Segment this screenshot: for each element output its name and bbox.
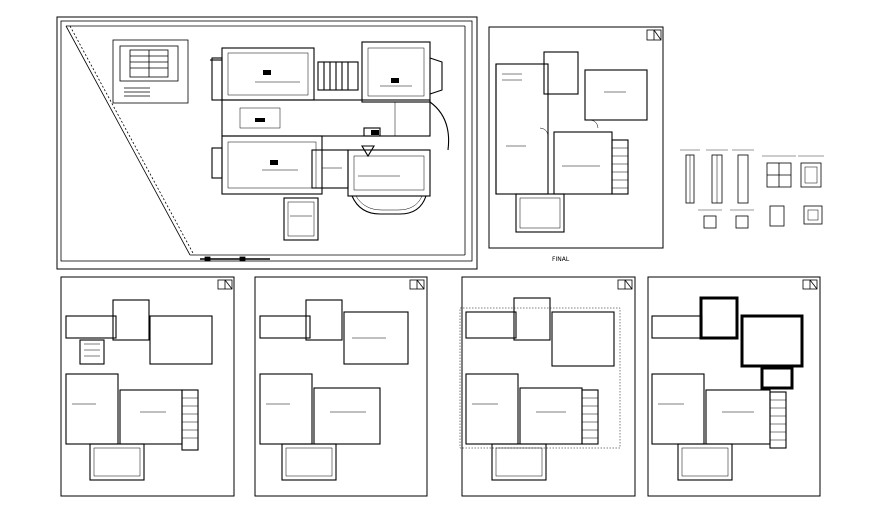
house-plan-main bbox=[210, 41, 450, 241]
final-room-kitchen bbox=[543, 51, 579, 95]
room-drawing-dining bbox=[347, 149, 431, 197]
porch bbox=[283, 197, 319, 241]
room-bedroom-2 bbox=[361, 41, 431, 103]
window-elevation-3 bbox=[769, 205, 785, 227]
sheet-variant-3 bbox=[459, 276, 636, 497]
highlighted-room-bedroom bbox=[740, 314, 804, 368]
final-room-drawing bbox=[553, 131, 613, 195]
key-plan bbox=[112, 39, 189, 104]
vent-elevation-2 bbox=[735, 215, 749, 229]
sheet-border-main bbox=[56, 16, 478, 270]
sheet-inner-border-main bbox=[60, 20, 473, 262]
sheet-main-floor-plan bbox=[56, 16, 478, 270]
door-window-legend bbox=[680, 149, 824, 229]
sheet-variant-4 bbox=[647, 276, 821, 497]
room-toilet bbox=[394, 101, 431, 137]
door-elevation-3 bbox=[737, 154, 749, 204]
room-kitchen bbox=[311, 149, 349, 189]
plot-boundary-diagonal bbox=[65, 25, 191, 256]
sheet-variant-1 bbox=[60, 276, 235, 497]
final-room-hall bbox=[495, 63, 549, 195]
final-caption: FINAL bbox=[552, 256, 570, 263]
window-elevation-2 bbox=[800, 162, 822, 188]
vent-elevation-1 bbox=[703, 215, 717, 229]
room-dressing bbox=[239, 107, 281, 129]
sheet-variant-2 bbox=[254, 276, 428, 497]
sheet-final-plan bbox=[488, 26, 664, 249]
sheet-border-final bbox=[488, 26, 664, 249]
window-elevation-4 bbox=[803, 205, 823, 225]
highlighted-room-kitchen bbox=[699, 296, 739, 340]
staircase bbox=[317, 61, 359, 91]
final-room-bedroom bbox=[584, 69, 648, 121]
final-staircase bbox=[611, 139, 629, 195]
final-balcony bbox=[515, 193, 565, 233]
